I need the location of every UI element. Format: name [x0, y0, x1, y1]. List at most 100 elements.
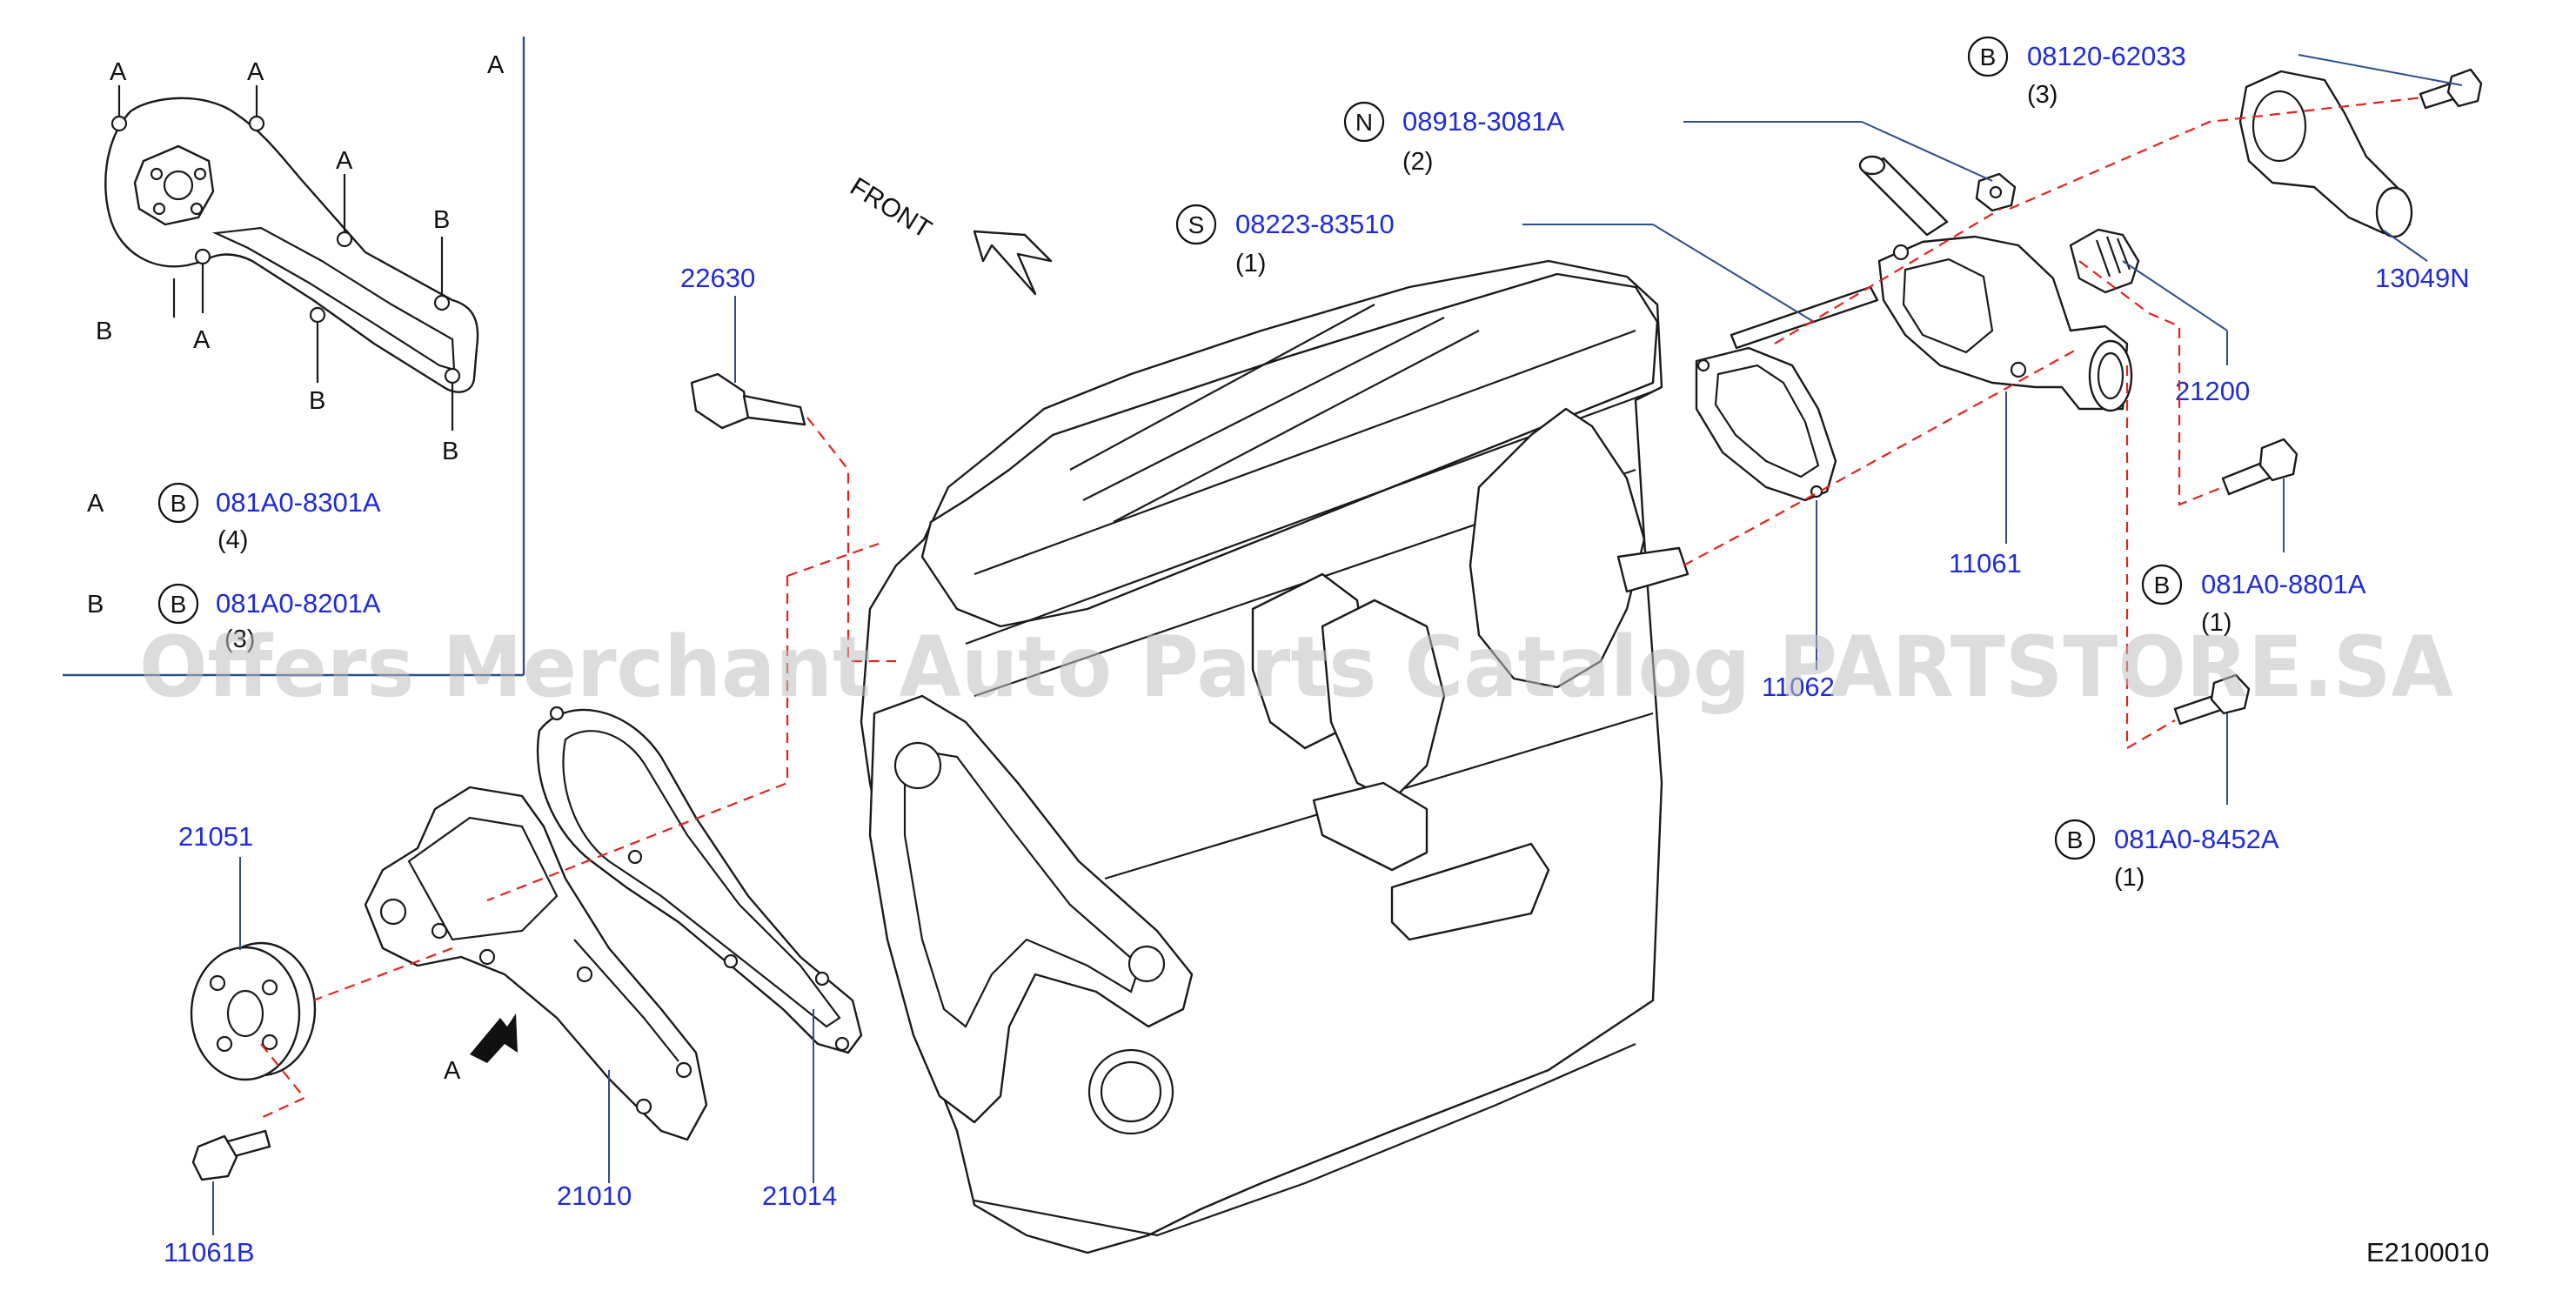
water-outlet-opening	[2251, 90, 2307, 163]
pulley-hub	[226, 989, 264, 1038]
nut-symbol-letter: N	[1355, 109, 1373, 136]
bolt-symbol-letter: B	[2154, 572, 2171, 599]
part-number-link[interactable]: 21014	[762, 1181, 837, 1211]
water-pump-flange-hole	[576, 966, 593, 983]
pump-boss	[1127, 945, 1166, 983]
timing-cover-inner	[903, 746, 1141, 1028]
temp-sensor-stem	[742, 394, 806, 426]
part-number-link[interactable]: 22630	[680, 263, 755, 293]
pump-gasket: 21014	[536, 706, 863, 1211]
part-number-link[interactable]: 11061	[1949, 548, 2022, 579]
part-number-link[interactable]: 11061B	[164, 1237, 255, 1268]
part-number-link[interactable]: 081A0-8301A	[216, 487, 381, 518]
sensor-alignment-line	[806, 417, 896, 663]
thermostat-gasket-outline	[1695, 346, 1837, 502]
inset-hole-letter: A	[193, 326, 211, 354]
pulley-bolt-hole	[216, 1035, 233, 1053]
bolt-head	[2210, 673, 2251, 715]
inset-boss-hole	[152, 202, 166, 216]
leader-13049n	[2383, 230, 2428, 262]
water-pump-flange-hole	[478, 948, 496, 966]
inset-legend-row-b: B B 081A0-8201A (3)	[87, 583, 381, 653]
inset-boss-hole	[150, 167, 164, 181]
stud-symbol-circle	[1175, 204, 1217, 245]
bolt-symbol-letter: B	[2067, 826, 2084, 853]
bolt-symbol-circle	[157, 482, 199, 524]
heater-pipe	[1312, 781, 1429, 872]
outlet-housing-window	[1902, 258, 1994, 354]
quantity: (4)	[217, 526, 248, 554]
gasket-hole	[1696, 358, 1710, 372]
legend-letter: B	[87, 591, 104, 619]
bolt-head	[2258, 438, 2298, 482]
top-bolt-alignment-line	[2009, 96, 2424, 211]
bolt-symbol-circle	[1967, 36, 2009, 77]
outlet-pipe-bore	[2097, 351, 2124, 400]
inset-impeller-center	[163, 170, 194, 201]
bypass-pipe-end	[1858, 155, 1886, 176]
water-pump-assembly: 21010	[364, 786, 708, 1211]
quantity: (1)	[1235, 250, 1266, 278]
inset-view-a: A A A A A B B B B A	[63, 37, 525, 677]
bolt-symbol-circle	[2054, 819, 2096, 860]
quantity: (3)	[2027, 81, 2057, 109]
part-number-link[interactable]: 13049N	[2375, 263, 2470, 293]
gasket-hole	[723, 953, 739, 969]
alignment-lines	[260, 96, 2424, 1119]
inset-hole-letter: A	[247, 58, 264, 86]
water-pump-pulley: 21051	[178, 821, 317, 1081]
view-arrow-label: A	[444, 1057, 461, 1085]
bolt-symbol-letter: B	[1980, 43, 1997, 70]
part-number-link[interactable]: 08223-83510	[1235, 209, 1395, 239]
inset-hole-letter: B	[442, 438, 458, 465]
water-pump-rib	[407, 816, 559, 941]
outlet-bolt-alignment-line	[2125, 365, 2176, 750]
part-number-link[interactable]: 21200	[2175, 376, 2250, 406]
water-outlet-housing: 11061	[1858, 155, 2133, 579]
head-cover-rib	[974, 329, 1636, 576]
part-number-link[interactable]: 081A0-8452A	[2114, 824, 2279, 854]
nut-bore	[1989, 185, 2003, 199]
inset-hole-letter: B	[96, 318, 112, 345]
housing-hole	[2010, 361, 2027, 378]
leader-21200	[2122, 260, 2228, 331]
temp-sensor-body	[690, 372, 750, 430]
stud-shank	[1730, 285, 1879, 350]
inset-hole-letter: B	[309, 387, 325, 415]
outlet-alignment-line	[1683, 347, 2080, 566]
head-cover-rib	[1113, 330, 1480, 523]
oil-pan-line	[974, 1042, 1636, 1237]
pulley-bolt-alignment-line	[260, 1043, 306, 1119]
head-cover-rib	[1082, 317, 1445, 501]
water-pump-body	[364, 786, 708, 1141]
part-number-link[interactable]: 21010	[557, 1181, 632, 1211]
part-number-link[interactable]: 081A0-8801A	[2201, 569, 2366, 599]
bolt-symbol-circle	[157, 583, 199, 625]
pump-gasket-outline	[536, 708, 863, 1054]
outlet-housing-body	[1877, 235, 2129, 411]
inset-bolt-hole-a	[336, 231, 353, 248]
front-indicator: FRONT	[845, 172, 1053, 296]
view-arrow-icon	[470, 1013, 518, 1063]
view-arrow-a: A	[444, 1013, 518, 1085]
gasket-hole	[814, 971, 830, 987]
part-number-link[interactable]: 21051	[178, 821, 253, 852]
part-number-link[interactable]: 11062	[1762, 672, 1835, 702]
thermostat-gasket: 11062	[1695, 346, 1837, 702]
part-number-link[interactable]: 08120-62033	[2027, 41, 2186, 71]
pulley-bolt-hole	[209, 974, 226, 992]
water-outlet-hose-end	[2375, 186, 2413, 238]
water-pump-flange-hole	[431, 922, 448, 940]
inset-hole-letter: B	[433, 206, 450, 234]
inset-boss-hole	[190, 202, 204, 216]
water-pump-rib	[573, 939, 679, 1062]
timing-cover	[868, 694, 1194, 1124]
gasket-hole	[834, 1036, 850, 1052]
quantity: (2)	[1402, 148, 1433, 176]
part-number-link[interactable]: 081A0-8201A	[216, 588, 381, 619]
part-number-link[interactable]: 08918-3081A	[1402, 106, 1564, 137]
callout-081a0-8801a: B 081A0-8801A (1)	[2141, 564, 2366, 637]
quantity: (3)	[224, 625, 255, 653]
engine-block	[860, 259, 1689, 1254]
leader-08918	[1861, 121, 1993, 182]
